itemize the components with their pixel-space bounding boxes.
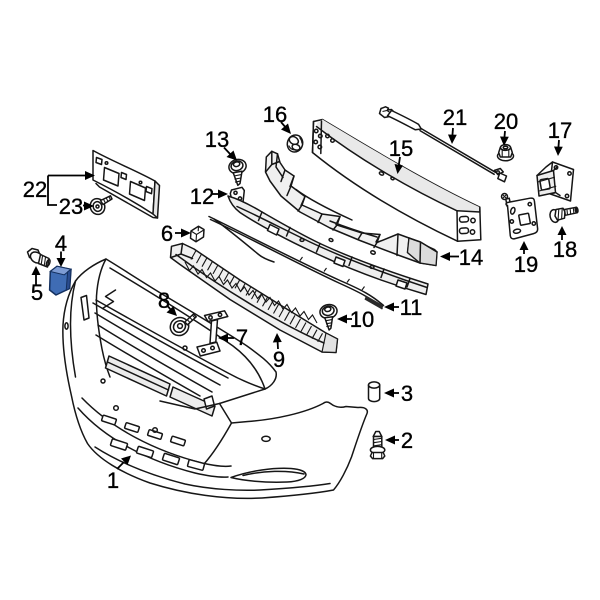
svg-text:16: 16 — [263, 102, 287, 127]
svg-text:20: 20 — [494, 109, 518, 134]
svg-text:6: 6 — [161, 221, 173, 246]
svg-text:3: 3 — [401, 381, 413, 406]
svg-text:7: 7 — [236, 325, 248, 350]
svg-text:8: 8 — [158, 288, 170, 313]
svg-text:2: 2 — [401, 428, 413, 453]
svg-text:9: 9 — [273, 347, 285, 372]
svg-text:4: 4 — [55, 231, 67, 256]
svg-text:11: 11 — [400, 295, 423, 320]
svg-text:22: 22 — [23, 177, 47, 202]
svg-text:17: 17 — [548, 118, 572, 143]
svg-text:1: 1 — [107, 468, 119, 493]
svg-text:5: 5 — [31, 280, 43, 305]
svg-text:18: 18 — [553, 237, 577, 262]
svg-text:12: 12 — [190, 184, 214, 209]
svg-text:10: 10 — [350, 307, 374, 332]
svg-text:23: 23 — [59, 194, 83, 219]
svg-text:19: 19 — [514, 252, 538, 277]
svg-text:15: 15 — [389, 136, 413, 161]
svg-text:21: 21 — [443, 105, 467, 130]
svg-text:14: 14 — [459, 245, 483, 270]
